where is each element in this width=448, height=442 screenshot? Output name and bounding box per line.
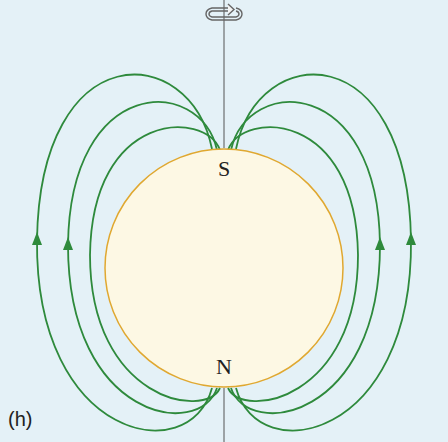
rotation-symbol	[206, 4, 242, 20]
rotation-axis	[224, 0, 225, 148]
sphere-circle	[105, 149, 343, 387]
planet-sphere: SN	[104, 148, 344, 388]
field-lines	[37, 75, 411, 431]
pole-label: S	[218, 158, 230, 180]
pole-label: N	[216, 356, 232, 378]
sphere-outline	[104, 148, 344, 388]
rotation-axis	[224, 388, 225, 442]
panel-label: (h)	[8, 408, 32, 431]
